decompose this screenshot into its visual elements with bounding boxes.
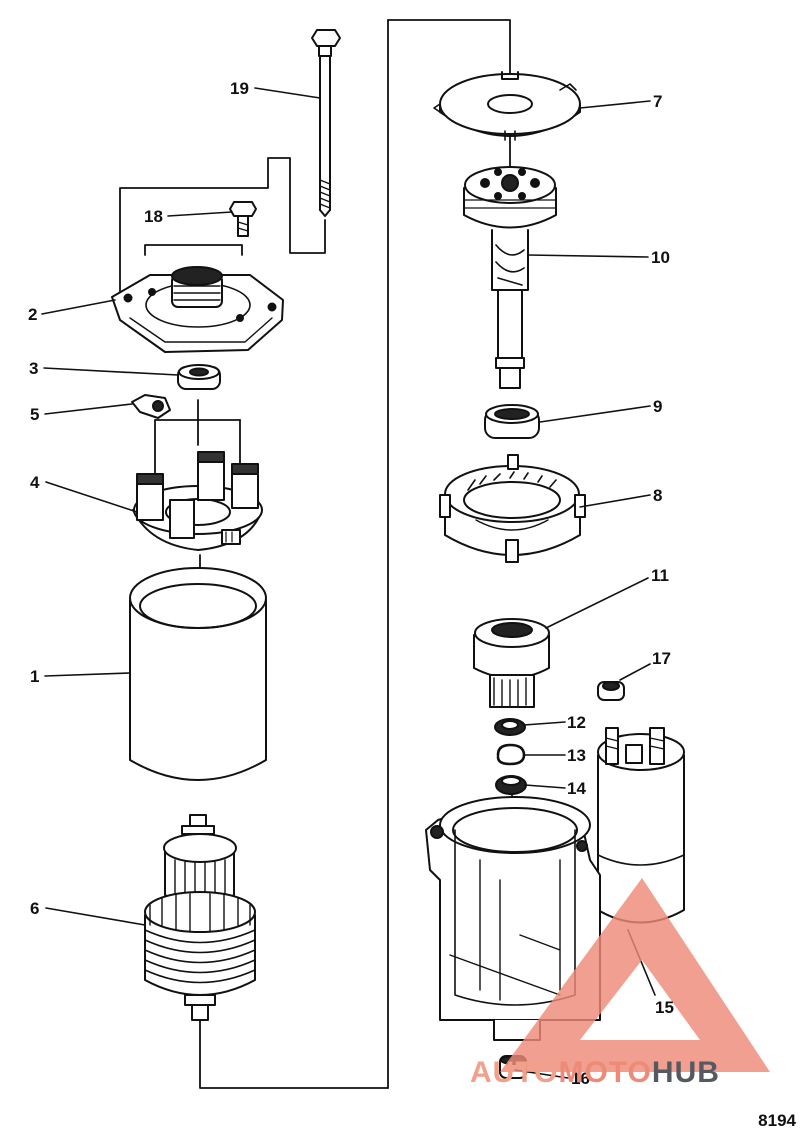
field-frame-housing <box>129 567 267 781</box>
armature <box>144 814 256 1021</box>
watermark-part-hub: HUB <box>651 1056 720 1089</box>
retaining-clip-ring <box>496 743 526 766</box>
planetary-drive-shaft <box>463 166 557 389</box>
pinion-stop-collar <box>495 775 527 795</box>
end-cap-bearing <box>177 364 221 390</box>
callout-10: 10 <box>651 248 670 267</box>
callout-3: 3 <box>29 359 39 378</box>
starter-solenoid <box>597 727 685 924</box>
callout-13: 13 <box>567 746 586 765</box>
callout-2: 2 <box>28 305 38 324</box>
callout-7: 7 <box>653 92 663 111</box>
callout-15: 15 <box>655 998 674 1017</box>
brush-holder-assembly <box>132 451 263 551</box>
watermark-part-moto: MOTO <box>558 1056 652 1089</box>
callout-19: 19 <box>230 79 249 98</box>
callout-4: 4 <box>30 473 40 492</box>
drive-pinion-clutch <box>473 618 550 708</box>
callout-18: 18 <box>144 207 163 226</box>
callout-12: 12 <box>567 713 586 732</box>
shaft-needle-bearing <box>484 404 540 439</box>
callout-16: 16 <box>571 1069 590 1088</box>
callout-8: 8 <box>653 486 663 505</box>
watermark-part-auto: AUTO <box>470 1056 559 1089</box>
callout-6: 6 <box>30 899 40 918</box>
commutator-end-cap <box>111 266 284 353</box>
figure-number: 8194 <box>758 1111 796 1130</box>
drive-end-housing <box>425 796 601 1041</box>
planetary-ring-gear <box>439 454 586 563</box>
drive-end-cover-plate <box>433 71 581 141</box>
thrust-washer <box>494 718 526 736</box>
callout-9: 9 <box>653 397 663 416</box>
brush-terminal-piece <box>131 394 171 419</box>
callout-14: 14 <box>567 779 586 798</box>
watermark-logo-text: AUTOMOTOHUB <box>470 1056 720 1090</box>
watermark-logo-triangle <box>500 878 770 1072</box>
long-through-bolt <box>311 29 341 217</box>
short-bolt <box>229 201 257 237</box>
solenoid-terminal-nut <box>597 681 625 701</box>
callout-1: 1 <box>30 667 40 686</box>
callout-17: 17 <box>652 649 671 668</box>
callout-11: 11 <box>651 566 669 585</box>
callout-5: 5 <box>30 405 40 424</box>
